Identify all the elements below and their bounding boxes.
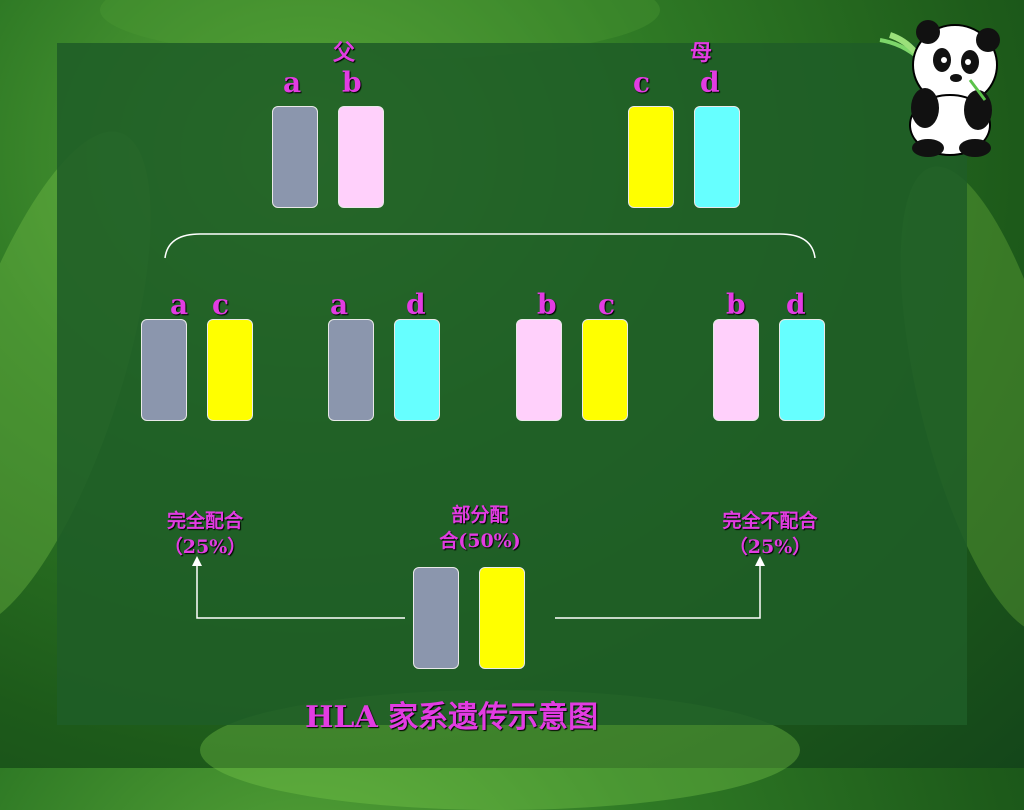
haplotype-letter: d: [700, 66, 720, 99]
arrow-to-mismatch: [555, 560, 761, 619]
chromosome-a: [413, 567, 459, 669]
haplotype-letter: b: [726, 288, 746, 321]
haploidentical-line2: 合(50%): [439, 530, 521, 552]
haplotype-letter: c: [633, 66, 651, 99]
haplotype-letter: a: [170, 288, 189, 321]
chromosome-d: [694, 106, 740, 208]
chromosome-b: [713, 319, 759, 421]
haplotype-letter: d: [786, 288, 806, 321]
chromosome-b: [338, 106, 384, 208]
chromosome-d: [394, 319, 440, 421]
identical-percent: （25%）: [163, 536, 247, 558]
offspring-bracket: [164, 233, 816, 259]
haploidentical-line1: 部分配: [451, 504, 509, 526]
chromosome-a: [328, 319, 374, 421]
haplotype-letter: d: [406, 288, 426, 321]
mismatch-label: 完全不配合: [722, 510, 818, 532]
arrow-head-left: [192, 556, 202, 566]
diagram-title: HLA 家系遗传示意图: [305, 700, 599, 735]
chromosome-d: [779, 319, 825, 421]
haploidentical-caption: 部分配 合(50%): [420, 502, 540, 554]
chromosome-a: [272, 106, 318, 208]
chromosome-c: [628, 106, 674, 208]
arrow-to-identical: [196, 560, 405, 619]
haplotype-letter: a: [283, 66, 302, 99]
connector-lines: [164, 233, 816, 619]
haplotype-letter: c: [598, 288, 616, 321]
chromosome-c: [479, 567, 525, 669]
haplotype-letter: b: [342, 66, 362, 99]
chromosome-a: [141, 319, 187, 421]
identical-label: 完全配合: [166, 510, 243, 532]
identical-caption: 完全配合 （25%）: [140, 508, 270, 560]
haplotype-letter: a: [330, 288, 349, 321]
arrow-head-right: [755, 556, 765, 566]
chromosome-c: [207, 319, 253, 421]
mother-label: 母: [690, 40, 713, 66]
chromosome-c: [582, 319, 628, 421]
mismatch-percent: （25%）: [728, 536, 812, 558]
mismatch-caption: 完全不配合 （25%）: [695, 508, 845, 560]
haplotype-letter: b: [537, 288, 557, 321]
father-label: 父: [333, 40, 356, 66]
panda-icon: [879, 20, 1000, 157]
haplotype-letter: c: [212, 288, 230, 321]
chromosome-b: [516, 319, 562, 421]
